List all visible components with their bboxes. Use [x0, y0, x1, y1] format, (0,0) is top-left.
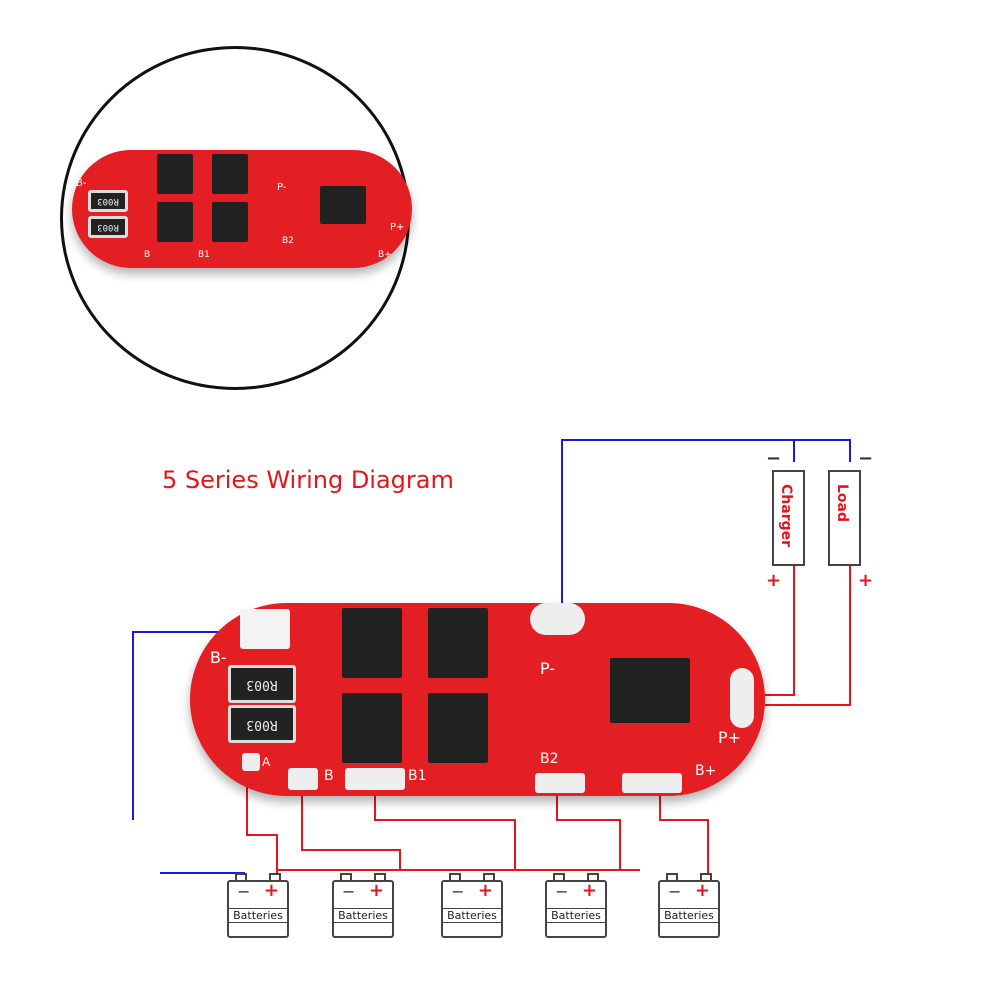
inset-label-b-plus: B+	[378, 250, 392, 260]
battery-plus: +	[263, 880, 279, 901]
battery-5: −+ Batteries	[658, 873, 720, 938]
p-minus-pad	[530, 603, 585, 635]
red-wire-a	[246, 770, 278, 873]
battery-plus: +	[368, 880, 384, 901]
red-wire-b2	[556, 790, 621, 870]
blue-wire-left	[132, 631, 250, 820]
red-wire-b-plus	[659, 790, 709, 873]
label-b-plus: B+	[695, 763, 717, 779]
battery-plus: +	[581, 880, 597, 901]
red-wire-b	[301, 790, 401, 870]
label-p-plus: P+	[718, 728, 742, 747]
shunt-resistor: R003	[228, 705, 296, 743]
shunt-resistor: R003	[228, 665, 296, 703]
b-minus-pad	[240, 609, 290, 649]
inset-ic	[320, 186, 366, 224]
mosfet	[342, 693, 402, 763]
pad-b	[288, 768, 318, 790]
inset-label-p-minus: P-	[277, 182, 287, 193]
inset-label-b1: B1	[198, 250, 210, 260]
load-minus: −	[858, 448, 874, 469]
battery-minus: −	[555, 882, 569, 901]
label-b: B	[324, 768, 334, 784]
charger: Charger − +	[766, 448, 805, 591]
battery-label: Batteries	[229, 908, 287, 923]
mosfet	[428, 608, 488, 678]
inset-label-b2: B2	[282, 236, 294, 246]
p-plus-pad	[730, 668, 754, 728]
charger-minus: −	[766, 448, 782, 469]
battery-plus: +	[477, 880, 493, 901]
red-wire-b1	[374, 790, 516, 870]
inset-label-b-minus: B-	[76, 178, 87, 189]
battery-label: Batteries	[660, 908, 718, 923]
pad-b-plus	[622, 773, 682, 793]
red-wire-charger	[752, 565, 795, 696]
label-a: A	[262, 755, 271, 769]
battery-minus: −	[237, 882, 251, 901]
red-wire-load	[752, 565, 851, 706]
inset-mosfet	[212, 202, 248, 242]
battery-3: −+ Batteries	[441, 873, 503, 938]
load: Load − +	[828, 448, 873, 591]
label-b2: B2	[540, 751, 559, 767]
diagram-title: 5 Series Wiring Diagram	[162, 466, 454, 494]
battery-minus: −	[668, 882, 682, 901]
label-p-minus: P-	[540, 659, 556, 678]
battery-label: Batteries	[443, 908, 501, 923]
battery-minus: −	[451, 882, 465, 901]
bms-board: R003 R003 B- P- P+ A B B1 B2 B+	[190, 603, 765, 796]
pad-b2	[535, 773, 585, 793]
inset-mosfet	[157, 154, 193, 194]
inset-label-b: B	[144, 250, 151, 260]
charger-plus: +	[766, 570, 782, 591]
battery-plus: +	[694, 880, 710, 901]
blue-wire-top	[561, 439, 851, 608]
pad-a	[242, 753, 260, 771]
inset-board: R003 R003 B- P- P+ B B1 B2 B+	[72, 150, 412, 268]
battery-2: −+ Batteries	[332, 873, 394, 938]
charger-label: Charger	[778, 484, 794, 548]
battery-1: −+ Batteries	[227, 873, 289, 938]
battery-minus: −	[342, 882, 356, 901]
battery-4: −+ Batteries	[545, 873, 607, 938]
mosfet	[342, 608, 402, 678]
load-plus: +	[858, 570, 874, 591]
protection-ic	[610, 658, 690, 723]
battery-label: Batteries	[334, 908, 392, 923]
load-label: Load	[834, 484, 850, 523]
label-b-minus: B-	[210, 648, 227, 667]
pad-b1	[345, 768, 405, 790]
mosfet	[428, 693, 488, 763]
inset-mosfet	[157, 202, 193, 242]
inset-label-p-plus: P+	[390, 222, 405, 233]
inset-mosfet	[212, 154, 248, 194]
label-b1: B1	[408, 768, 427, 784]
battery-label: Batteries	[547, 908, 605, 923]
